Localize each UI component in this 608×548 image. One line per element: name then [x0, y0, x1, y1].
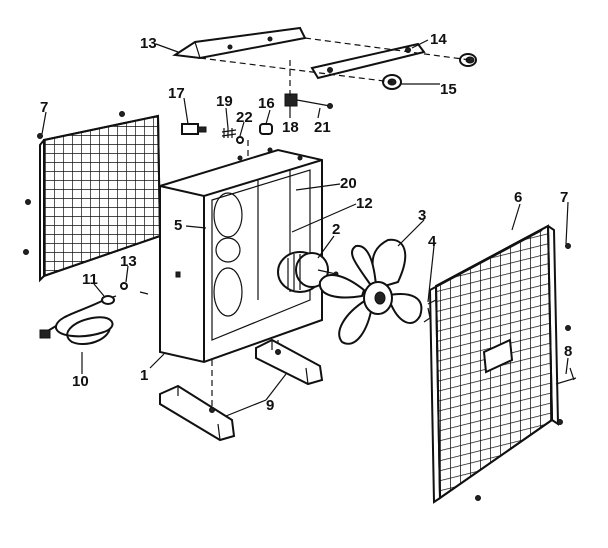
callout-4: 4	[428, 233, 437, 250]
callout-7-left: 7	[40, 99, 48, 116]
callout-3: 3	[418, 207, 426, 224]
callout-16: 15	[440, 81, 457, 98]
callout-2: 2	[332, 221, 340, 238]
callout-9: 9	[266, 397, 274, 414]
rear-grille	[23, 111, 162, 283]
callout-23: 22	[236, 109, 253, 126]
strain-relief	[101, 282, 149, 305]
callout-5: 5	[174, 217, 182, 234]
callout-17: 16	[258, 95, 275, 112]
callout-labels: 13 14 15 16 17 18 19 20 21 22 12 5 2 3 4…	[40, 31, 572, 414]
callout-21: 20	[340, 175, 357, 192]
base-feet	[159, 338, 324, 442]
callout-20: 19	[216, 93, 233, 110]
cabinet-housing	[159, 147, 323, 364]
callout-6: 6	[514, 189, 522, 206]
handle-bracket	[310, 42, 426, 80]
grille-bracket	[555, 367, 577, 385]
callout-19: 18	[282, 119, 299, 136]
callout-15: 14	[430, 31, 447, 48]
top-handle	[172, 26, 307, 60]
fan-blade	[318, 238, 423, 345]
small-hardware	[181, 93, 333, 144]
callout-11: 11	[82, 271, 98, 288]
callout-13: 13	[120, 253, 137, 270]
callout-1: 1	[140, 367, 148, 384]
callout-12: 12	[356, 195, 373, 212]
callout-10: 10	[72, 373, 89, 390]
callout-7-right: 7	[560, 189, 568, 206]
fan-motor	[277, 251, 339, 293]
label-leaders	[41, 39, 569, 417]
callout-22: 21	[314, 119, 331, 136]
front-grille	[429, 224, 571, 504]
callout-8: 8	[564, 343, 572, 360]
callout-14: 13	[140, 35, 157, 52]
callout-18: 17	[168, 85, 185, 102]
